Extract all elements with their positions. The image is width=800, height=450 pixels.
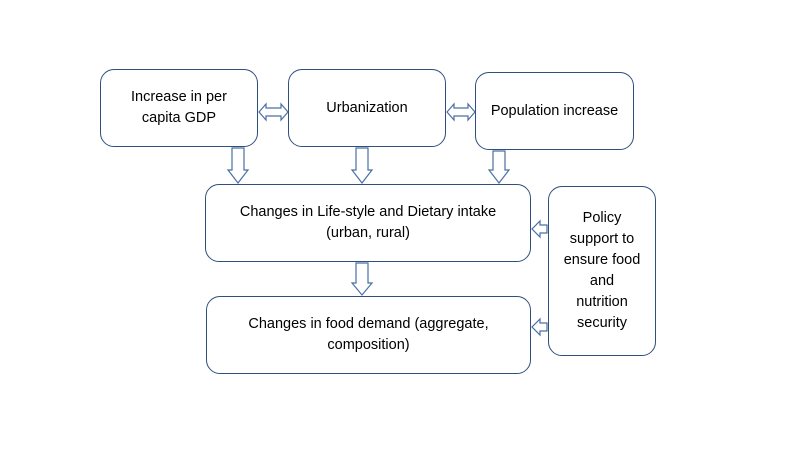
node-population-increase: Population increase: [475, 72, 634, 150]
node-label-line: Policy: [582, 209, 622, 226]
node-policy-support: Policy support to ensure food and nutrit…: [548, 186, 656, 356]
node-label-line: Increase in per: [131, 89, 227, 106]
node-label-line: capita GDP: [141, 110, 217, 126]
edge-urbanization-lifestyle: [350, 147, 374, 184]
edge-population-lifestyle: [487, 150, 511, 184]
edge-lifestyle-demand: [350, 262, 374, 296]
node-increase-per-capita-gdp: Increase in per capita GDP: [100, 69, 258, 147]
edge-gdp-urbanization: [258, 102, 289, 122]
node-label-line: nutrition: [576, 294, 628, 311]
node-label-line: (urban, rural): [326, 225, 410, 241]
edge-policy-lifestyle: [531, 219, 548, 239]
node-urbanization: Urbanization: [288, 69, 446, 147]
node-food-demand-changes: Changes in food demand (aggregate, compo…: [206, 296, 531, 374]
node-label-line: Population increase: [490, 102, 619, 119]
node-label-line: Urbanization: [326, 99, 408, 116]
node-label-line: Changes in food demand (aggregate,: [248, 316, 489, 333]
node-label-line: support to: [569, 230, 635, 247]
edge-urbanization-population: [446, 102, 476, 122]
edge-gdp-lifestyle: [226, 147, 250, 184]
node-label-line: security: [577, 315, 627, 332]
node-lifestyle-dietary-changes: Changes in Life-style and Dietary intake…: [205, 184, 531, 262]
edge-policy-demand: [531, 317, 548, 337]
node-label-line: composition): [327, 337, 410, 353]
node-label-line: ensure food: [563, 251, 641, 268]
node-label-line: and: [589, 273, 615, 289]
node-label-line: Changes in Life-style and Dietary intake: [239, 204, 497, 221]
